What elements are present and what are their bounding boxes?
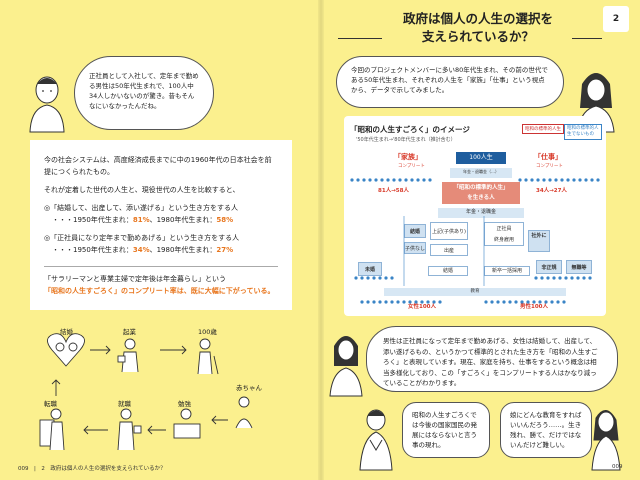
newgrad-box: 新卒一括採用 [484, 266, 530, 276]
percent-family-1950s: 81% [132, 216, 150, 224]
birth-box: 出産 [430, 244, 468, 256]
page-title-line1: 政府は個人の人生の選択を [402, 11, 553, 26]
title-rule-right [572, 38, 602, 39]
diagram-subtitle: '50年代生まれ→'80年代生まれ（推計含む） [356, 137, 456, 143]
info-item-2-values: ・・・1950年代生まれ：34%、1980年代生まれ：27% [52, 246, 234, 254]
family-complete: コンプリート [398, 164, 425, 169]
female-100: 女性100人 [408, 304, 436, 310]
people-100: 100人生 [456, 152, 506, 164]
percent-work-1950s: 34% [132, 246, 150, 254]
bubble-bottom-right: 娘にどんな教育をすればいいんだろう……。生き残れ、勝て、だけではないんだけど難し… [500, 402, 592, 458]
pension-box: 年金・退職金 [438, 208, 524, 218]
speech-bubble-text: 正社員として入社して、定年まで勤める男性は50年代生まれで、100人中34人しか… [89, 72, 199, 110]
info-item-1-label: ◎「結婚して、出産して、添い遂げる」という生き方をする人 [44, 204, 238, 212]
education-bar: 教育 [384, 288, 566, 296]
unemployed-box: 無職等 [566, 260, 592, 274]
book-gutter [318, 0, 324, 480]
title-rule-left [338, 38, 382, 39]
speech-bubble-text-right: 今回のプロジェクトメンバーに多い80年代生まれ、その前の世代である50年代生まれ… [351, 66, 548, 94]
single-box: 未婚 [358, 262, 382, 276]
stage-employment: 就職 [118, 400, 131, 408]
explanation-bubble: 男性は正社員になって定年まで勤めあげる、女性は結婚して、出産して、添い遂げるもの… [366, 326, 618, 392]
no-child-box: 子供なし [404, 242, 426, 254]
work-complete: コンプリート [536, 164, 563, 169]
family-label: 「家族」 [394, 153, 422, 161]
stage-job-change: 転職 [44, 400, 57, 408]
folio-right: 009 [612, 464, 623, 470]
summary-info-box: 今の社会システムは、高度経済成長までに中の1960年代の日本社会を前提につくられ… [30, 140, 292, 310]
male-100: 男性100人 [520, 304, 548, 310]
diagram-title: 「昭和の人生すごろく」のイメージ [350, 125, 470, 134]
regular-box: 正社員 終身雇用 [484, 222, 524, 246]
info-divider [44, 266, 278, 267]
info-item-2-label: ◎「正社員になり定年まで勤めあげる」という生き方をする人 [44, 234, 240, 242]
folio-left: 009 | 2 政府は個人の人生の選択を支えられているか？ [18, 466, 166, 472]
bubble-bottom-right-text: 娘にどんな教育をすればいいんだろう……。生き残れ、勝て、だけではないんだけど難し… [510, 411, 582, 449]
stage-startup: 起業 [123, 328, 136, 336]
explanation-text: 男性は正社員になって定年まで勤めあげる、女性は結婚して、出産して、添い遂げるもの… [383, 337, 598, 387]
info-item-1-values: ・・・1950年代生まれ：81%、1980年代生まれ：58% [52, 216, 234, 224]
child-box: 上記(子供あり) [430, 222, 468, 240]
ideal-life-box: 「昭和の標準的人生」 を生きる人 [442, 182, 520, 204]
marriage-box: 結婚 [404, 224, 426, 238]
marriage-bar: 結婚 [428, 266, 468, 276]
tag-other-life: 昭和の標準的人生でないもの [564, 124, 602, 140]
speech-bubble-top-left: 正社員として入社して、定年まで勤める男性は50年代生まれで、100人中34人しか… [74, 56, 214, 130]
nonregular-box: 非正規 [536, 260, 562, 274]
bubble-bottom-left: 昭和の人生すごろくでは今後の国家国民の発展にはならないと言う事の現れ。 [402, 402, 490, 458]
info-para-1: 今の社会システムは、高度経済成長までに中の1960年代の日本社会を前提につくられ… [44, 156, 272, 176]
info-para-4: 「昭和の人生すごろく」のコンプリート率は、既に大幅に下がっている。 [44, 287, 275, 295]
percent-family-1980s: 58% [216, 216, 234, 224]
page-title-line2: 支えられているか？ [421, 29, 535, 44]
stage-marriage: 結婚 [60, 328, 73, 336]
percent-work-1980s: 27% [216, 246, 234, 254]
outside-box: 社外に [528, 230, 550, 252]
speech-bubble-top-right: 今回のプロジェクトメンバーに多い80年代生まれ、その前の世代である50年代生まれ… [336, 56, 564, 108]
pension-top: 年金・退職金（…） [450, 168, 512, 178]
bubble-bottom-left-text: 昭和の人生すごろくでは今後の国家国民の発展にはならないと言う事の現れ。 [412, 411, 477, 449]
chapter-number: 2 [603, 6, 629, 32]
work-count: 34人→27人 [536, 188, 567, 194]
stage-baby: 赤ちゃん [236, 384, 262, 392]
showa-life-diagram: 「昭和の人生すごろく」のイメージ '50年代生まれ→'80年代生まれ（推計含む）… [344, 116, 606, 316]
info-para-3: 「サラリーマンと専業主婦で定年後は年金暮らし」という [44, 275, 226, 283]
work-label: 「仕事」 [534, 153, 562, 161]
info-para-2: それが定着した世代の人生と、現役世代の人生を比較すると、 [44, 186, 240, 194]
stage-study: 勉強 [178, 400, 191, 408]
tag-ideal-life: 昭和の標準的人生 [522, 124, 564, 134]
family-count: 81人→58人 [378, 188, 409, 194]
stage-age100: 100歳 [198, 328, 217, 336]
page-title: 政府は個人の人生の選択を 支えられているか？ [378, 10, 578, 46]
